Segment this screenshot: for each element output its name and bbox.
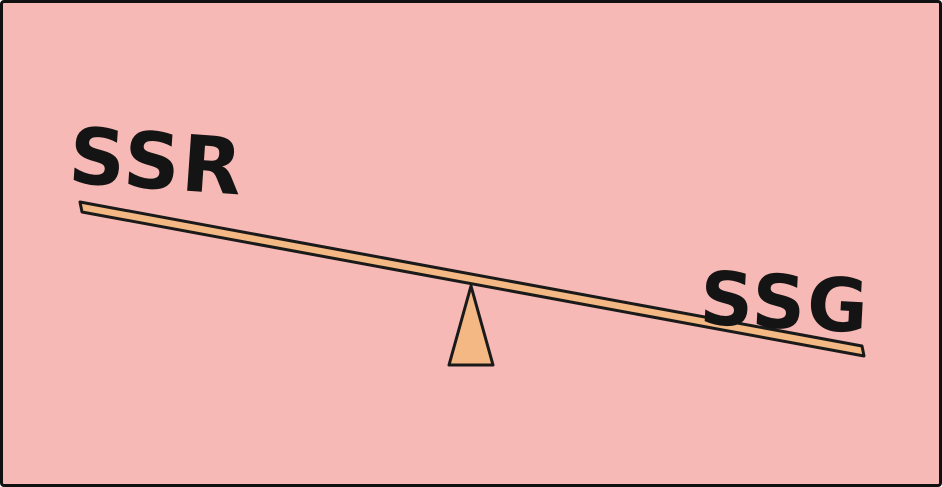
ssg-label: SSG (698, 256, 872, 351)
seesaw-beam (78, 200, 866, 358)
seesaw-diagram: SSR SSG (66, 112, 872, 367)
seesaw-fulcrum (447, 284, 495, 367)
ssr-label: SSR (66, 112, 247, 214)
